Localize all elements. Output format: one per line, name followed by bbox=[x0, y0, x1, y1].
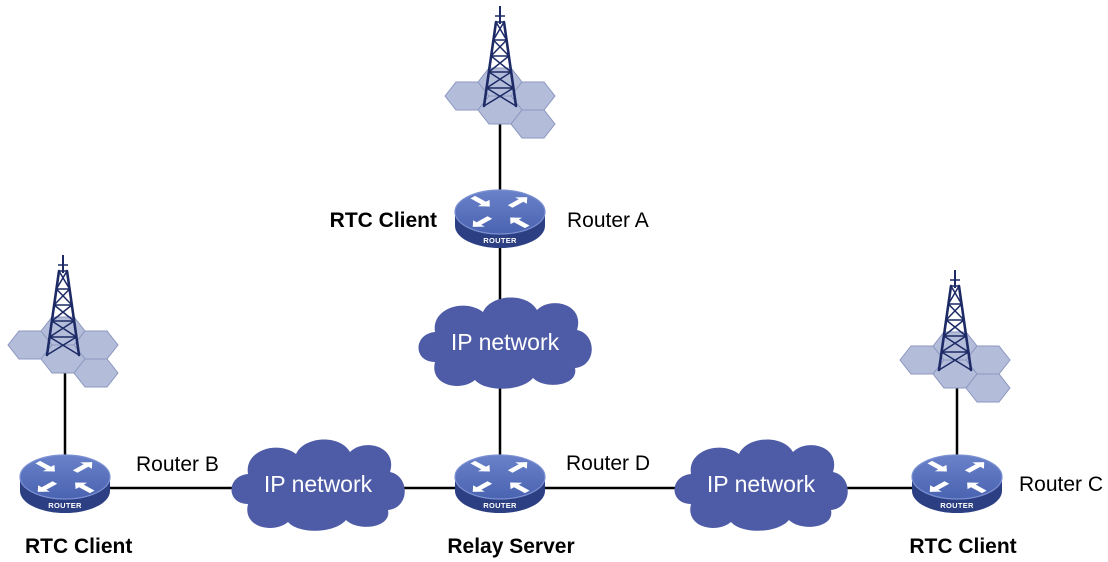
cell-site-left bbox=[6, 253, 120, 389]
links bbox=[63, 110, 959, 490]
router-a-role: RTC Client bbox=[330, 209, 437, 232]
network-right: IP network bbox=[674, 439, 848, 531]
router-d: ROUTER Router D Relay Server bbox=[447, 452, 650, 558]
network-label: IP network bbox=[707, 471, 816, 497]
router-b: ROUTER Router B RTC Client bbox=[19, 453, 219, 558]
router-c: ROUTER Router C RTC Client bbox=[909, 454, 1103, 558]
cell-site-right bbox=[898, 268, 1012, 404]
network-label: IP network bbox=[264, 471, 373, 497]
router-badge: ROUTER bbox=[48, 501, 82, 510]
network-label: IP network bbox=[451, 329, 560, 355]
router-a-name: Router A bbox=[567, 209, 649, 232]
network-left: IP network bbox=[231, 439, 405, 531]
router-a: ROUTER RTC Client Router A bbox=[330, 189, 649, 249]
router-b-role: RTC Client bbox=[25, 535, 132, 558]
cell-site-top bbox=[443, 4, 557, 140]
router-badge: ROUTER bbox=[483, 501, 517, 510]
router-badge: ROUTER bbox=[940, 501, 974, 510]
router-c-name: Router C bbox=[1019, 473, 1103, 496]
router-d-role: Relay Server bbox=[447, 535, 574, 558]
router-badge: ROUTER bbox=[483, 236, 517, 245]
network-top: IP network bbox=[418, 297, 592, 389]
router-d-name: Router D bbox=[566, 452, 650, 475]
router-b-name: Router B bbox=[136, 453, 219, 476]
router-c-role: RTC Client bbox=[909, 535, 1016, 558]
